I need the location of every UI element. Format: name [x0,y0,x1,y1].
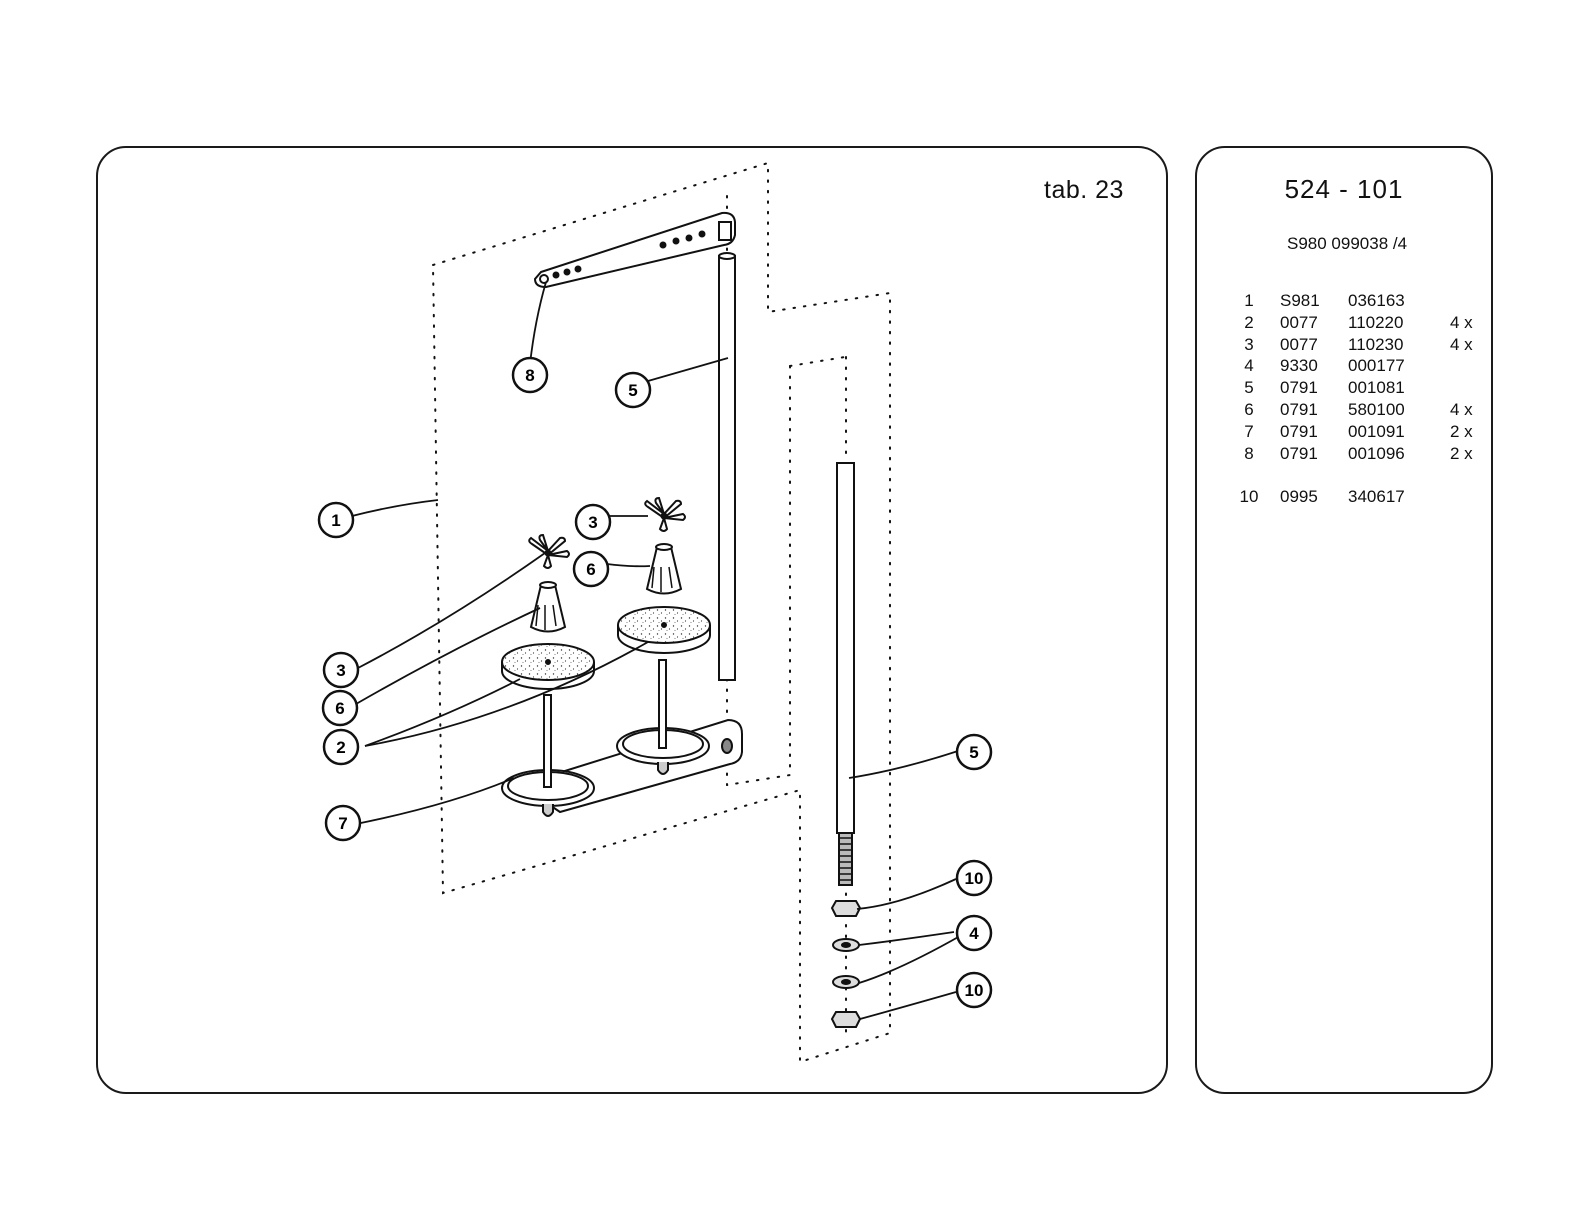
callout-label: 10 [965,869,984,888]
callout-7: 7 [326,806,360,840]
callout-4: 4 [957,916,991,950]
callout-2: 2 [324,730,358,764]
cross-spring-right-part [645,498,685,531]
callout-label: 2 [336,738,345,757]
callout-label: 8 [525,366,534,385]
felt-disc-right-part [618,607,710,653]
callout-10-top: 10 [957,861,991,895]
callout-8: 8 [513,358,547,392]
lower-rod-part [837,463,854,885]
callout-label: 4 [969,924,979,943]
callout-5-right: 5 [957,735,991,769]
washer-top-part [833,939,859,951]
nut-bottom-part [832,1012,860,1027]
felt-disc-left-part [502,644,594,689]
washer-bottom-part [833,976,859,988]
callout-6-right: 6 [574,552,608,586]
callout-label: 7 [338,814,347,833]
spindle-left-part [544,695,551,787]
cross-spring-left-part [529,535,569,568]
callout-label: 6 [335,699,344,718]
nut-top-part [832,901,860,916]
callout-1: 1 [319,503,353,537]
spool-holder-right-part [647,544,681,594]
callout-10-bottom: 10 [957,973,991,1007]
spindle-right-part [659,660,666,748]
callout-label: 3 [336,661,345,680]
callout-label: 6 [586,560,595,579]
callout-label: 10 [965,981,984,1000]
callout-6-left: 6 [323,691,357,725]
callout-label: 3 [588,513,597,532]
upper-rod-part [719,253,735,680]
callout-3-right: 3 [576,505,610,539]
callout-label: 1 [331,511,340,530]
callout-3-left: 3 [324,653,358,687]
base-arm-part [502,720,742,816]
callout-5-top: 5 [616,373,650,407]
callout-label: 5 [969,743,978,762]
spool-holder-left-part [531,582,565,632]
callout-label: 5 [628,381,637,400]
